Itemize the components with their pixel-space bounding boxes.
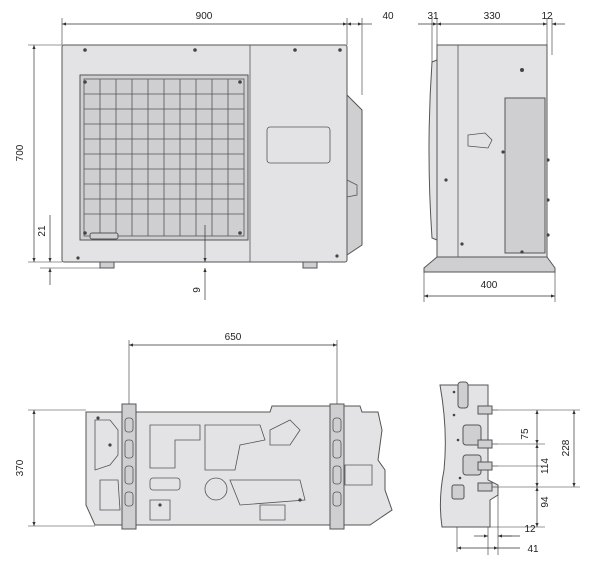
dim-front-height: 700 — [15, 144, 26, 161]
dim-front-side-gap: 40 — [382, 11, 394, 22]
side-view — [423, 44, 556, 273]
front-view — [61, 44, 363, 269]
dim-front-width: 900 — [196, 11, 213, 22]
dim-bottom-mount-spacing: 650 — [225, 332, 242, 343]
bottom-dimensions: 650 370 — [15, 332, 338, 527]
dim-side-depth: 330 — [484, 11, 501, 22]
dim-pipe-spacing-lower: 94 — [540, 496, 551, 508]
dim-pipe-height-total: 228 — [561, 439, 572, 456]
dim-side-right-offset: 12 — [541, 11, 553, 22]
dim-side-base-width: 400 — [481, 280, 498, 291]
dim-side-left-offset: 31 — [427, 11, 439, 22]
pipe-detail-view — [439, 381, 499, 528]
side-dimensions: 31 330 12 400 — [418, 11, 565, 302]
pipe-detail-dimensions: 228 75 114 94 12 41 — [456, 409, 580, 555]
front-dimensions: 900 40 700 21 9 — [15, 11, 394, 300]
dim-pipe-offset-small: 12 — [524, 524, 536, 535]
dim-pipe-offset-large: 41 — [527, 544, 539, 555]
dim-pipe-spacing-upper: 75 — [520, 428, 531, 440]
fan-grille — [83, 78, 245, 237]
dim-front-foot-height: 21 — [37, 225, 48, 237]
bottom-view — [85, 403, 393, 530]
dim-bottom-depth: 370 — [15, 459, 26, 476]
dim-front-foot-offset: 9 — [192, 287, 203, 293]
dim-pipe-spacing-mid: 114 — [540, 458, 551, 474]
